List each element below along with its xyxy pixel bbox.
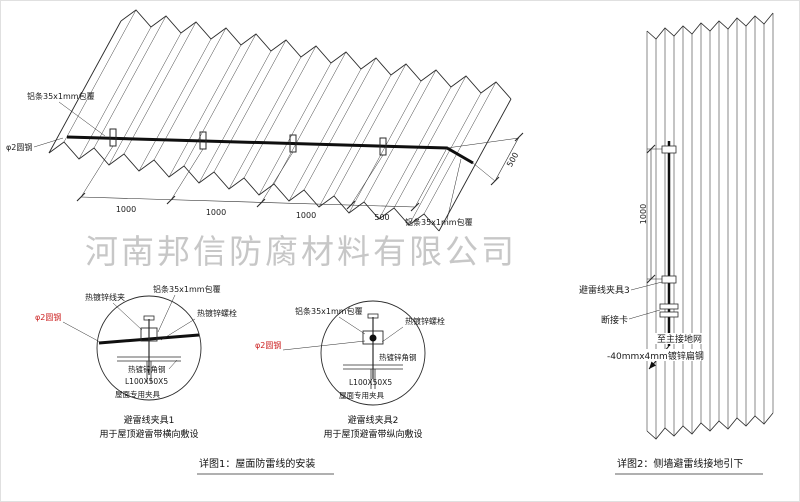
roof-label-round-steel: φ2圆钢 [6, 142, 32, 152]
detail-clamp-2-drawing [282, 300, 426, 406]
detail-1-label-bolt: 热镀锌螺栓 [197, 308, 237, 318]
caption-2-group: 详图2：侧墙避雷线接地引下 [615, 457, 763, 475]
detail-2-label-angle-steel: 热镀锌角钢 [379, 352, 417, 362]
caption-1-group: 详图1：屋面防雷线的安装 [197, 457, 334, 475]
disconnect-link-icon [659, 303, 679, 310]
to-ground-arrowhead-icon [649, 361, 656, 369]
detail-1-label-angle-steel: 热镀锌角钢 [128, 364, 166, 374]
roof-ridge-lines [63, 9, 497, 215]
roof-dim-1000-c: 1000 [296, 211, 316, 220]
detail-1-label-round-steel: φ2圆钢 [35, 312, 61, 322]
wall-texts: 1000 避雷线夹具3 断接卡 至主接地网 -40mmx4mm镀锌扁钢 [579, 204, 704, 362]
label-mask [655, 333, 705, 344]
roof-texts: 铝条35x1mm包覆 φ2圆钢 铝条35x1mm包覆 1000 1000 100… [6, 91, 520, 227]
roof-valley-lines [48, 20, 512, 232]
wall-clamp-icon [661, 275, 677, 284]
wall-label-leaders [628, 281, 663, 320]
roof-dim-extensions [80, 137, 520, 208]
roof-dim-1000-a: 1000 [116, 205, 136, 214]
caption-detail-2: 详图2：侧墙避雷线接地引下 [617, 457, 743, 470]
label-mask [605, 349, 701, 361]
wall-label-to-ground-grid: 至主接地网 [657, 333, 702, 345]
roof-side-edges [48, 20, 512, 232]
roof-label-alu-strip-top: 铝条35x1mm包覆 [27, 91, 95, 101]
wall-label-flat-steel: -40mmx4mm镀锌扁钢 [607, 350, 704, 362]
detail-1-label-roof-fixture: 屋面专用夹具 [115, 389, 160, 399]
detail-1-nut-icon [143, 315, 155, 321]
detail-2-angle-steel-icon [343, 364, 403, 389]
detail-2-clamp-icon [362, 330, 384, 345]
detail-2-label-angle-size: L100X50X5 [349, 378, 392, 387]
wall-dim-ticks [646, 144, 656, 284]
detail-2-wire-section-icon [369, 334, 377, 342]
detail-1-label-alu-strip: 铝条35x1mm包覆 [153, 284, 221, 294]
detail-1-label-angle-size: L100X50X5 [125, 377, 168, 386]
roof-top-profile [120, 9, 512, 100]
detail-2-texts: 铝条35x1mm包覆 热镀锌螺栓 φ2圆钢 热镀锌角钢 L100X50X5 屋面… [255, 306, 445, 440]
roof-dim-1000-b: 1000 [206, 208, 226, 217]
detail-2-subtitle: 用于屋顶避雷带纵向敷设 [323, 428, 422, 440]
roof-label-leaders [33, 101, 462, 221]
wall-label-disconnect-link: 断接卡 [601, 314, 628, 326]
roof-label-alu-strip-right: 铝条35x1mm包覆 [405, 217, 473, 227]
detail-2-label-bolt: 热镀锌螺栓 [405, 316, 445, 326]
wall-clamp-icon [661, 145, 677, 154]
detail-2-label-alu-strip: 铝条35x1mm包覆 [295, 306, 363, 316]
detail-1-title: 避雷线夹具1 [124, 414, 175, 426]
roof-isometric-drawing [33, 9, 524, 232]
detail-2-circle [320, 300, 426, 406]
detail-1-angle-steel-icon [117, 356, 181, 383]
roof-dim-500-bottom: 500 [374, 213, 389, 222]
caption-detail-1: 详图1：屋面防雷线的安装 [199, 457, 315, 470]
detail-1-leaders [62, 294, 196, 370]
detail-1-label-wire-clip: 热镀锌线夹 [85, 292, 125, 302]
wall-label-clamp-3: 避雷线夹具3 [579, 284, 630, 296]
wall-dim-extensions [647, 148, 662, 280]
wall-dim-1000: 1000 [639, 204, 648, 224]
detail-2-leaders [282, 316, 404, 351]
detail-2-label-roof-fixture: 屋面专用夹具 [339, 390, 384, 400]
detail-2-nut-icon [367, 313, 379, 319]
roof-dim-lines [80, 136, 520, 208]
detail-1-texts: 热镀锌线夹 铝条35x1mm包覆 热镀锌螺栓 φ2圆钢 热镀锌角钢 L100X5… [35, 284, 237, 440]
detail-1-circle [96, 295, 202, 401]
roof-dim-ticks [76, 132, 524, 212]
roof-dim-500-right: 500 [505, 151, 520, 169]
detail-clamp-1-drawing [62, 294, 202, 401]
detail-2-label-round-steel: φ2圆钢 [255, 340, 281, 350]
wall-corrugation-lines [646, 13, 774, 439]
company-watermark: 河南邦信防腐材料有限公司 [85, 232, 517, 271]
wall-elevation-drawing [605, 12, 774, 440]
disconnect-link-icon [659, 311, 679, 318]
detail-1-subtitle: 用于屋顶避雷带横向敷设 [99, 428, 198, 440]
detail-2-title: 避雷线夹具2 [348, 414, 399, 426]
